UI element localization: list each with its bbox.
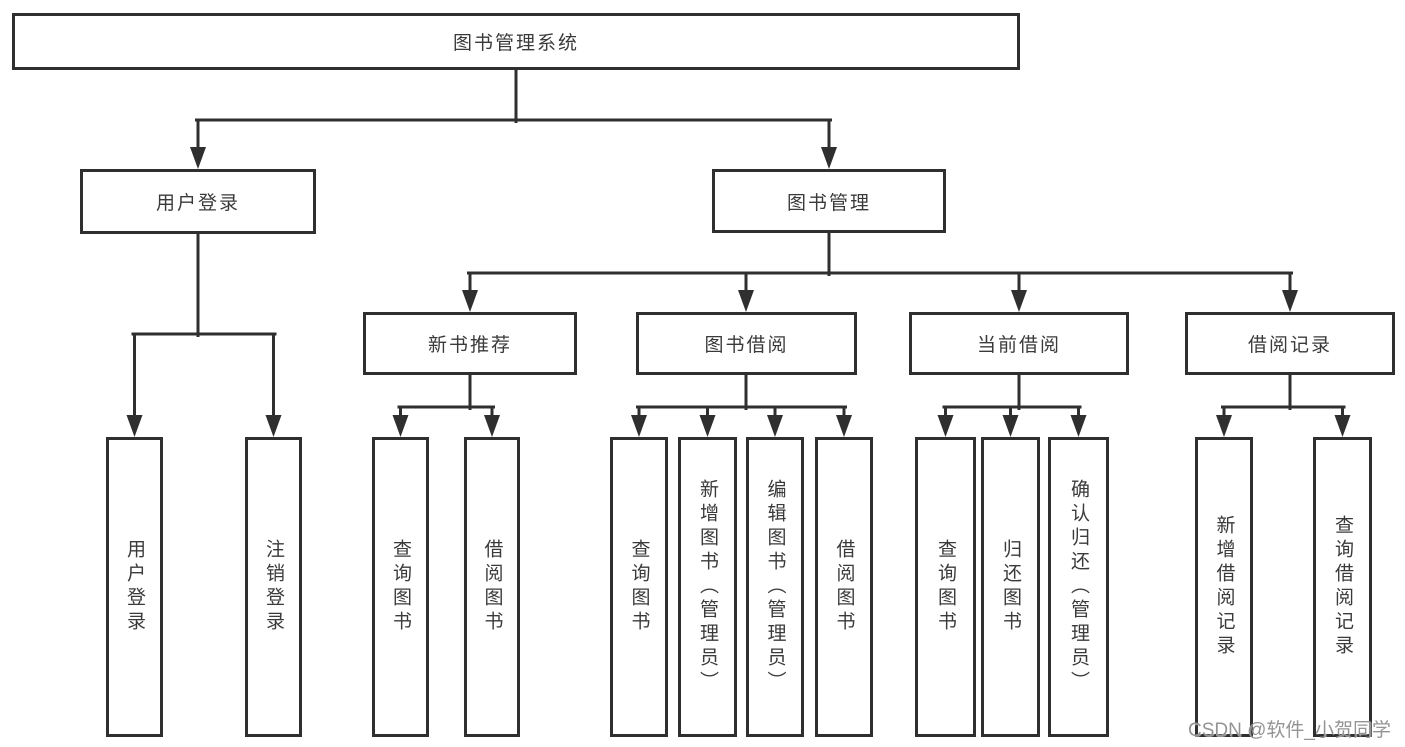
arrowhead-down-icon	[631, 415, 647, 437]
node-book-management-branch: 图书管理	[712, 169, 946, 233]
arrowhead-down-icon	[1216, 415, 1232, 437]
arrowhead-down-icon	[1282, 290, 1298, 312]
arrowhead-down-icon	[392, 415, 409, 437]
node-leaf-cb-query-books: 查询图书	[915, 437, 976, 737]
node-library-management-system: 图书管理系统	[12, 13, 1020, 70]
arrowhead-down-icon	[1002, 415, 1019, 437]
node-leaf-cb-confirm-return-admin: 确认归还（管理员）	[1048, 437, 1109, 737]
watermark: CSDN @软件_小贺同学	[1188, 720, 1391, 741]
node-leaf-logout: 注销登录	[245, 437, 302, 737]
node-user-login-branch: 用户登录	[80, 169, 316, 234]
node-borrowing-records: 借阅记录	[1185, 312, 1395, 375]
arrowhead-down-icon	[126, 415, 143, 437]
arrowhead-down-icon	[937, 415, 954, 437]
node-leaf-bb-borrow-books: 借阅图书	[815, 437, 873, 737]
node-leaf-bb-edit-books-admin: 编辑图书（管理员）	[746, 437, 804, 737]
node-leaf-rec-borrow-books: 借阅图书	[464, 437, 520, 737]
arrowhead-down-icon	[738, 290, 754, 312]
arrowhead-down-icon	[836, 415, 852, 437]
arrowhead-down-icon	[190, 147, 206, 169]
node-leaf-rec-query-books: 查询图书	[372, 437, 429, 737]
arrowhead-down-icon	[484, 415, 500, 437]
node-leaf-bb-query-books: 查询图书	[610, 437, 668, 737]
node-leaf-user-login: 用户登录	[106, 437, 163, 737]
arrowhead-down-icon	[1070, 415, 1087, 437]
arrowhead-down-icon	[821, 147, 837, 169]
arrowhead-down-icon	[699, 415, 716, 437]
node-leaf-br-add-record: 新增借阅记录	[1195, 437, 1253, 737]
node-book-borrowing: 图书借阅	[636, 312, 857, 375]
node-leaf-bb-add-books-admin: 新增图书（管理员）	[678, 437, 737, 737]
arrowhead-down-icon	[767, 415, 783, 437]
arrowhead-down-icon	[462, 290, 478, 312]
arrowhead-down-icon	[1334, 415, 1351, 437]
arrowhead-down-icon	[1011, 290, 1027, 312]
node-new-book-recommendation: 新书推荐	[363, 312, 577, 375]
node-leaf-cb-return-books: 归还图书	[981, 437, 1040, 737]
node-current-borrowing: 当前借阅	[909, 312, 1129, 375]
node-leaf-br-query-record: 查询借阅记录	[1313, 437, 1372, 737]
arrowhead-down-icon	[265, 415, 282, 437]
